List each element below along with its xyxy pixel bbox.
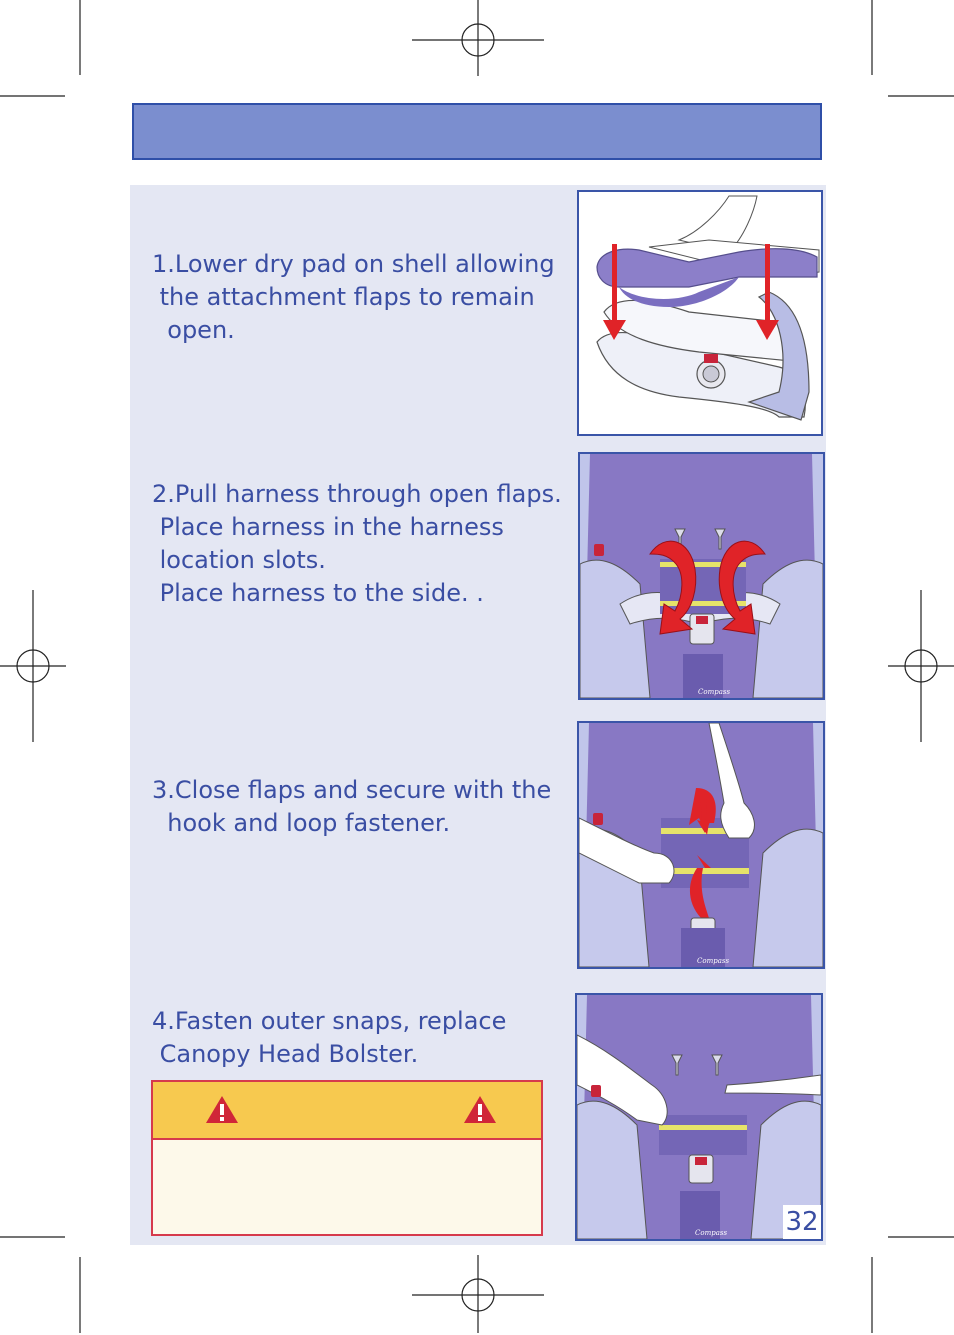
step-1: 1.Lower dry pad on shell allowing the at… [152, 248, 555, 347]
warning-header [153, 1082, 541, 1140]
illustration-step-3: Compass [577, 721, 825, 969]
header-bar [132, 103, 822, 160]
illustration-step-2: Compass [578, 452, 825, 700]
registration-crosshair-icon [412, 1255, 544, 1333]
step-4: 4.Fasten outer snaps, replace Canopy Hea… [152, 1005, 506, 1071]
registration-crosshair-icon [0, 590, 66, 742]
brand-mark: Compass [697, 957, 729, 965]
step-number: 1. [152, 250, 175, 278]
step-text: Close flaps and secure with the hook and… [167, 776, 552, 837]
warning-box [151, 1080, 543, 1236]
step-2: 2.Pull harness through open flaps. Place… [152, 478, 562, 610]
brand-mark: Compass [695, 1229, 727, 1237]
illustration-step-4: Compass 32 [575, 993, 823, 1241]
step-text: Lower dry pad on shell allowing the atta… [159, 250, 555, 344]
step-text: Fasten outer snaps, replace Canopy Head … [159, 1007, 507, 1068]
registration-crosshair-icon [412, 0, 544, 76]
step-text: Pull harness through open flaps. Place h… [159, 480, 562, 607]
registration-crosshair-icon [888, 590, 954, 742]
brand-mark: Compass [698, 688, 730, 696]
warning-triangle-icon [206, 1096, 238, 1123]
page-number: 32 [783, 1205, 821, 1239]
step-number: 2. [152, 480, 175, 508]
illustration-step-1 [577, 190, 823, 436]
step-3: 3.Close flaps and secure with the hook a… [152, 774, 551, 840]
step-number: 4. [152, 1007, 175, 1035]
warning-triangle-icon [464, 1096, 496, 1123]
step-number: 3. [152, 776, 175, 804]
